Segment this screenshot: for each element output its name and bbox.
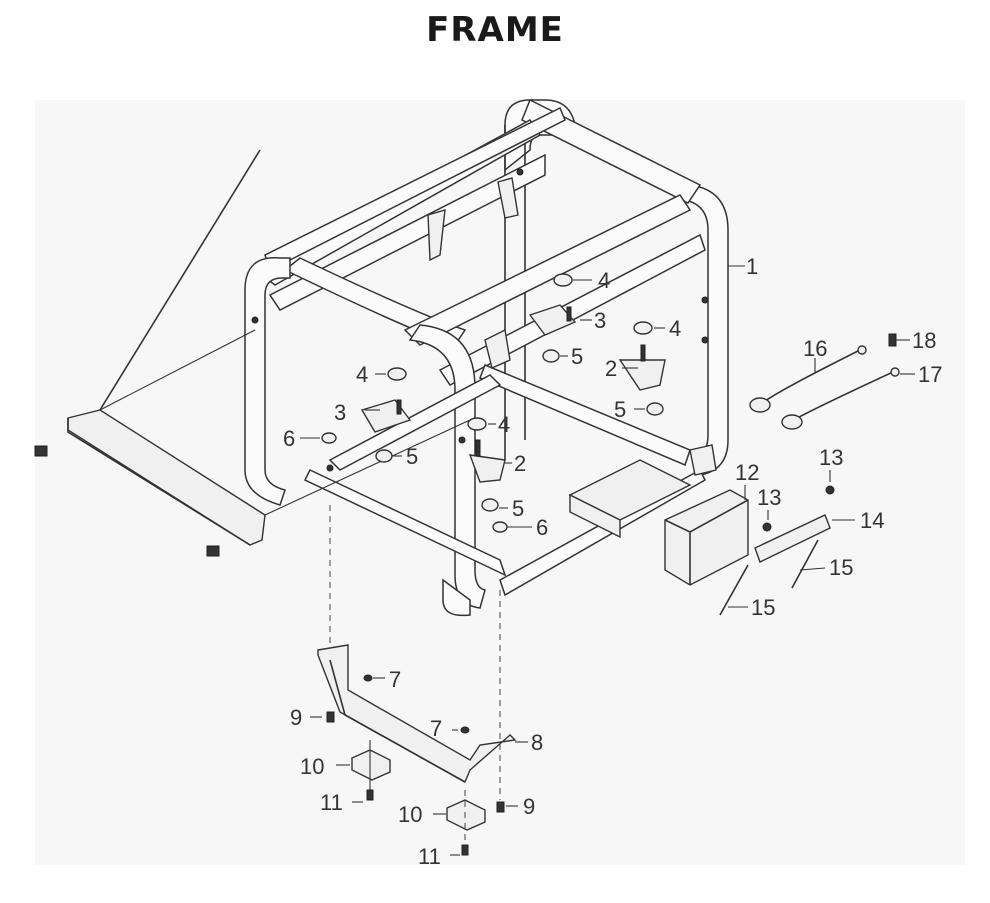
engine-mounts	[360, 304, 666, 483]
callout-1: 1	[746, 254, 758, 279]
callout-16: 16	[803, 336, 827, 361]
callout-5: 5	[406, 444, 418, 469]
callout-10: 10	[300, 754, 324, 779]
callout-14: 14	[860, 508, 884, 533]
callout-3: 3	[334, 400, 346, 425]
callout-4: 4	[598, 268, 610, 293]
battery-assembly	[664, 333, 900, 616]
callout-2: 2	[514, 451, 526, 476]
callout-5: 5	[571, 344, 583, 369]
callout-18: 18	[912, 328, 936, 353]
callout-5: 5	[614, 397, 626, 422]
callout-4: 4	[356, 362, 368, 387]
callout-11: 11	[418, 844, 441, 869]
callout-13: 13	[819, 445, 843, 470]
callout-4: 4	[669, 316, 681, 341]
bolt-left-lower	[206, 545, 220, 557]
callout-10: 10	[398, 802, 422, 827]
callout-5: 5	[512, 496, 524, 521]
callout-15: 15	[829, 555, 853, 580]
callout-13: 13	[757, 485, 781, 510]
callout-7: 7	[430, 716, 442, 741]
callout-2: 2	[605, 356, 617, 381]
callout-17: 17	[918, 362, 942, 387]
callout-3: 3	[594, 308, 606, 333]
callout-15: 15	[751, 595, 775, 620]
bolt-left-upper	[34, 445, 48, 457]
callout-6: 6	[536, 515, 548, 540]
callout-9: 9	[290, 705, 302, 730]
callout-7: 7	[389, 667, 401, 692]
battery	[664, 489, 749, 586]
leader-lines	[300, 265, 915, 856]
callout-11: 11	[320, 790, 343, 815]
callout-8: 8	[531, 730, 543, 755]
callout-labels: 1 2 2 3 3 4 4 4 4 5 5 5 5 6 6 7 7 8 9 9 …	[283, 254, 942, 869]
lower-crossbar-left	[34, 149, 471, 557]
page-title: FRAME	[426, 10, 564, 50]
frame-tube-structure	[244, 98, 729, 617]
nuts-and-washers	[321, 273, 664, 533]
callout-6: 6	[283, 426, 295, 451]
base-mount-bracket	[317, 505, 517, 856]
callout-9: 9	[523, 794, 535, 819]
battery-holder-bar	[754, 514, 831, 563]
callout-12: 12	[735, 460, 759, 485]
callout-4: 4	[498, 412, 510, 437]
